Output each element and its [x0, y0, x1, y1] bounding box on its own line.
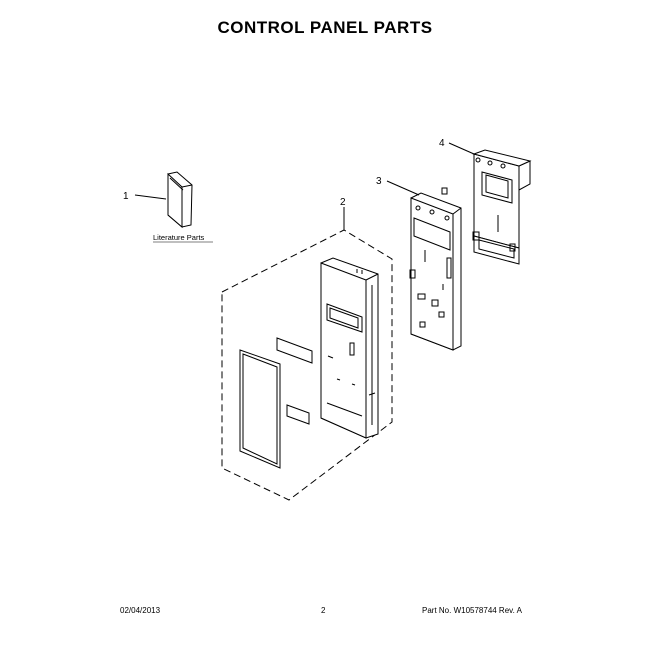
footer-page-number: 2	[321, 606, 326, 615]
control-board-housing	[409, 187, 462, 351]
leader-line-3	[386, 180, 420, 196]
lower-label	[286, 404, 310, 425]
footer-date: 02/04/2013	[120, 606, 161, 615]
callout-3: 3	[376, 176, 382, 187]
control-panel-face	[320, 257, 379, 439]
callout-2: 2	[340, 197, 346, 208]
footer-part-number: Part No. W10578744 Rev. A	[422, 606, 522, 615]
leader-line-4	[448, 142, 475, 155]
page-title: CONTROL PANEL PARTS	[217, 18, 433, 37]
callout-4: 4	[439, 138, 445, 149]
literature-parts-label: Literature Parts	[153, 233, 205, 242]
upper-label	[276, 337, 313, 364]
panel-overlay-film	[239, 349, 281, 469]
literature-booklet	[167, 171, 193, 229]
leader-line-1	[134, 194, 167, 200]
mounting-bracket	[472, 149, 532, 265]
callout-1: 1	[123, 191, 129, 202]
